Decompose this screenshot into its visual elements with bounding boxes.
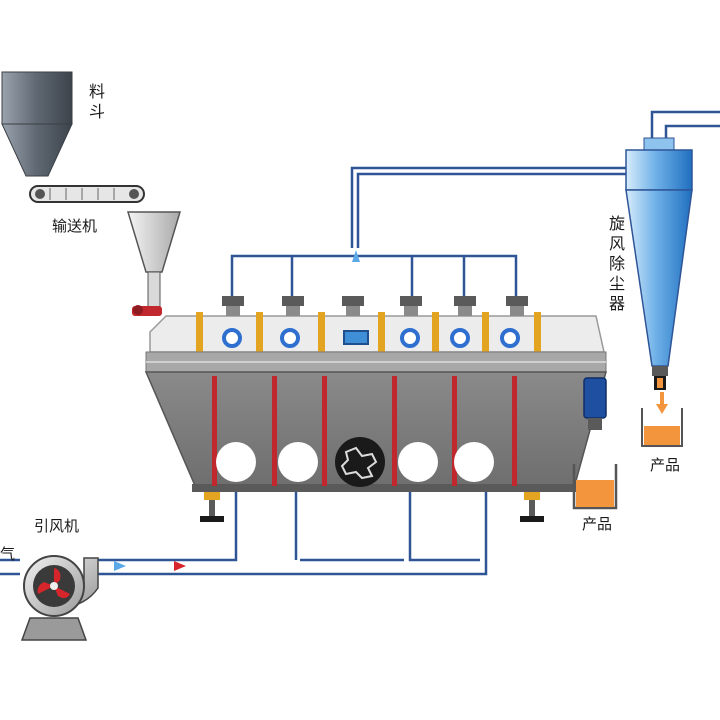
product-label-cyclone: 产品 (650, 458, 680, 473)
product-container-cyclone (642, 392, 682, 446)
air-label: 气 (0, 547, 15, 562)
hopper-label: 料斗 (88, 82, 106, 122)
product-label-dryer: 产品 (582, 517, 612, 532)
conveyor (30, 186, 144, 202)
fan-label: 引风机 (34, 519, 79, 534)
conveyor-label: 输送机 (52, 219, 97, 234)
product-container-dryer (574, 464, 616, 508)
hopper (2, 72, 72, 176)
cyclone-dust-collector (626, 138, 692, 390)
spring-supports (200, 492, 544, 522)
fluid-bed-dryer (146, 296, 606, 522)
cyclone-label: 旋风除尘器 (608, 214, 626, 314)
viewing-window (344, 331, 368, 344)
induced-draft-fan (22, 556, 98, 640)
feed-funnel (128, 212, 180, 316)
vibration-motor (335, 437, 385, 487)
